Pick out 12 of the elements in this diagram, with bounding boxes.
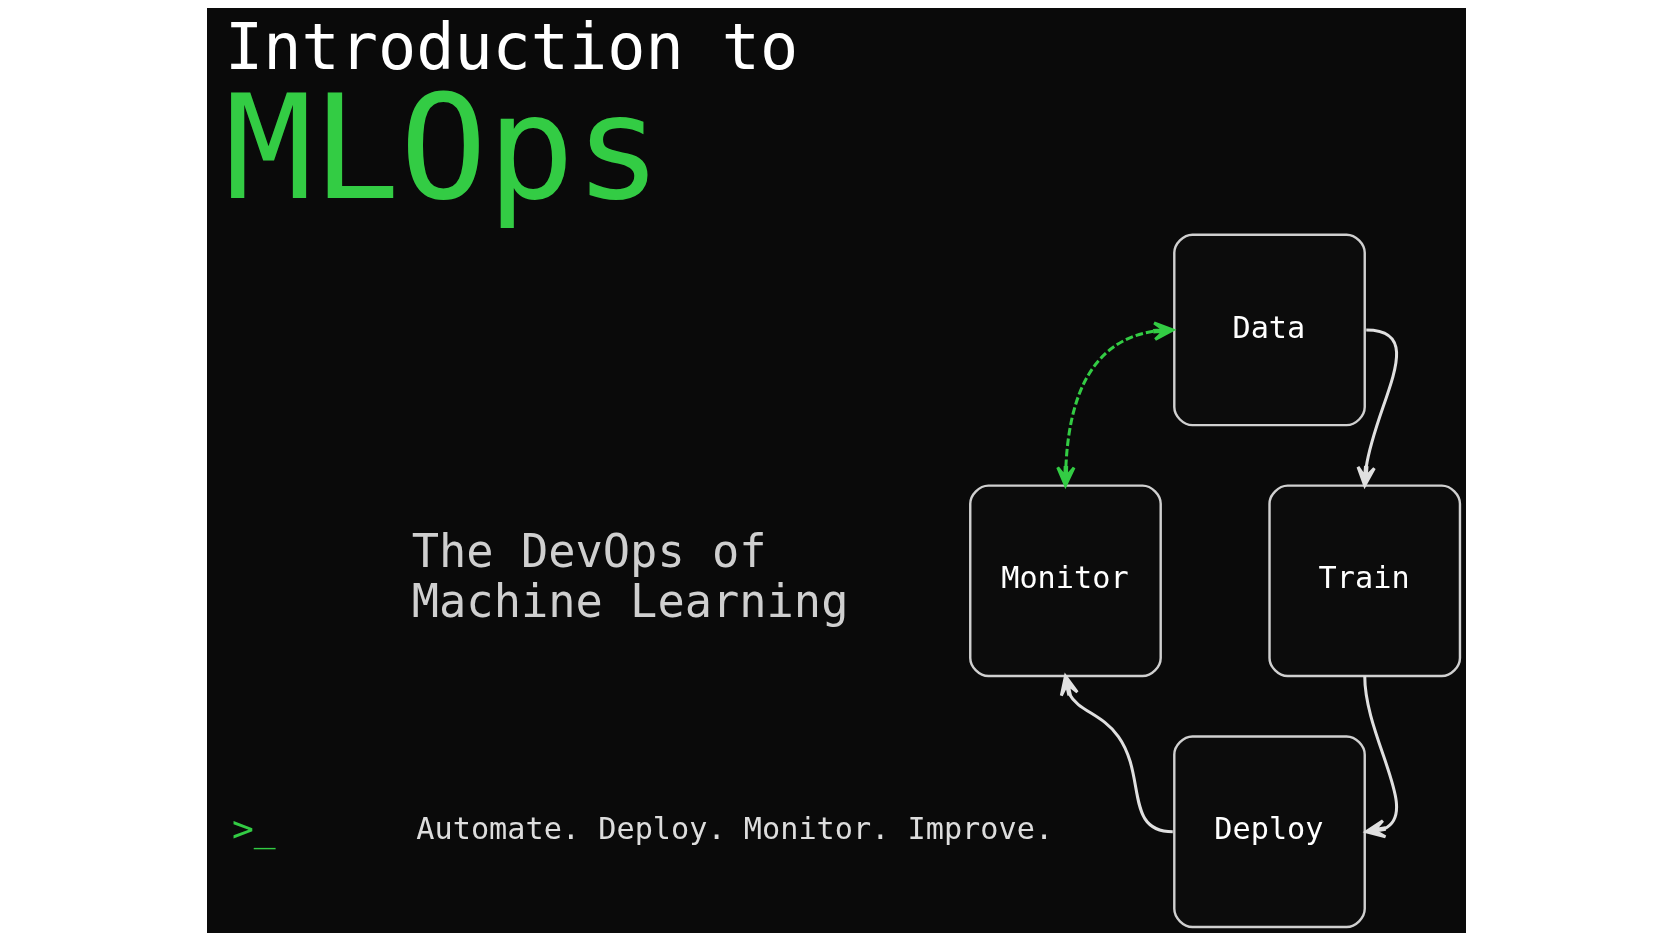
arrow (1059, 674, 1173, 834)
label: Automate. Deploy. Monitor. Improve. (415, 811, 1053, 847)
node-box: Monitor (968, 484, 1162, 678)
node-box: Data (1172, 233, 1366, 427)
node-box: Deploy (1172, 735, 1366, 929)
label: >_ (231, 807, 276, 851)
node-box: Train (1267, 484, 1461, 678)
arrow (1362, 675, 1398, 839)
arrow (1055, 321, 1174, 488)
diagram-title: Introduction to MLOps (224, 10, 798, 233)
arrow (1356, 328, 1398, 488)
label: The DevOps of Machine Learning (411, 525, 848, 629)
